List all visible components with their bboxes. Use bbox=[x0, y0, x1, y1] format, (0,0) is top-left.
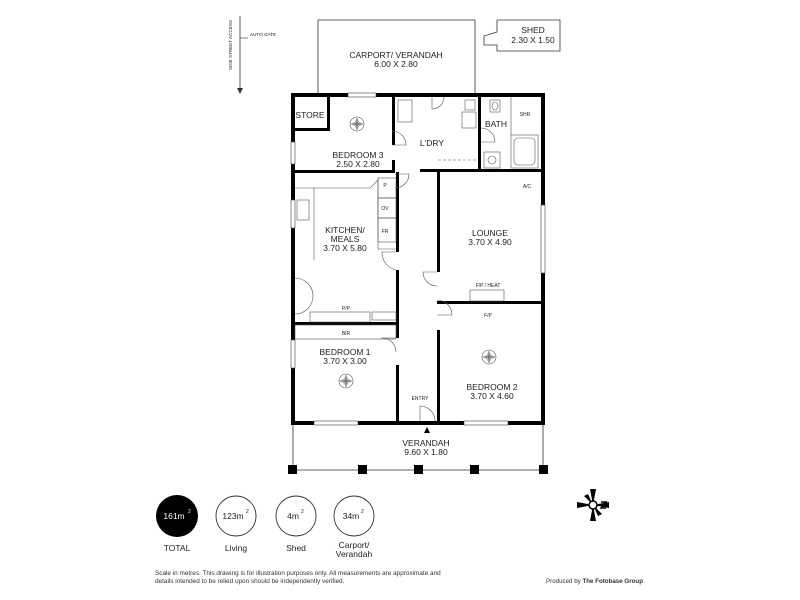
area-caption: TOTAL bbox=[164, 543, 191, 553]
bedroom1-name: BEDROOM 1 bbox=[319, 347, 370, 357]
shed-name: SHED bbox=[521, 25, 545, 35]
area-sup: 2 bbox=[301, 509, 304, 515]
kitchen-dims: 3.70 X 5.80 bbox=[323, 243, 367, 253]
area-badge-shed: 4m 2 Shed bbox=[275, 495, 317, 553]
bir-label: BIR bbox=[342, 331, 351, 337]
interior-walls bbox=[291, 97, 545, 425]
kitchen-pp-label: P/P bbox=[342, 306, 351, 312]
kitchen-benches bbox=[295, 177, 397, 323]
exterior-walls bbox=[291, 93, 545, 425]
oven-label: OV bbox=[381, 206, 389, 212]
lounge-dims: 3.70 X 4.90 bbox=[468, 237, 512, 247]
bedroom2-name: BEDROOM 2 bbox=[466, 382, 517, 392]
area-caption: Living bbox=[225, 543, 247, 553]
built-in-robe bbox=[294, 324, 397, 340]
kitchen-name-line2: MEALS bbox=[331, 234, 360, 244]
carport-name: CARPORT/ VERANDAH bbox=[349, 50, 442, 60]
kitchen-name-line1: KITCHEN/ bbox=[325, 225, 365, 235]
verandah-outline bbox=[288, 425, 548, 474]
side-street-access-arrow bbox=[237, 16, 243, 94]
area-badge-carport-verandah: 34m 2 Carport/ Verandah bbox=[333, 495, 375, 559]
ac-label: A/C bbox=[523, 184, 532, 190]
side-street-access-label: SIDE STREET ACCESS bbox=[228, 20, 233, 70]
area-value: 123m bbox=[222, 511, 243, 521]
credit-company: The Fotobase Group bbox=[582, 578, 643, 585]
area-value: 4m bbox=[287, 511, 299, 521]
area-badge-total: 161m 2 TOTAL bbox=[156, 495, 198, 553]
entry-arrow-icon bbox=[424, 427, 430, 433]
verandah-dims: 9.60 X 1.80 bbox=[404, 447, 448, 457]
carport-outline bbox=[317, 19, 476, 93]
bedroom3-name: BEDROOM 3 bbox=[332, 150, 383, 160]
credit-prefix: Produced by bbox=[546, 578, 583, 585]
entry-label: ENTRY bbox=[412, 396, 430, 402]
laundry-fixtures bbox=[397, 99, 477, 161]
doors bbox=[294, 96, 496, 422]
store-name: STORE bbox=[295, 110, 324, 120]
shed-dims: 2.30 X 1.50 bbox=[511, 35, 555, 45]
shower-label: SHR bbox=[520, 112, 531, 118]
area-sup: 2 bbox=[246, 509, 249, 515]
ceiling-fan-icon bbox=[481, 349, 497, 365]
windows bbox=[290, 92, 546, 426]
fp-label: F/P bbox=[484, 313, 492, 319]
ceiling-fan-icon bbox=[349, 116, 365, 132]
lounge-name: LOUNGE bbox=[472, 228, 508, 238]
fridge-label: FR bbox=[382, 229, 389, 235]
bedroom3-dims: 2.50 X 2.80 bbox=[336, 159, 380, 169]
pantry-label: P bbox=[383, 183, 387, 189]
ceiling-fan-icon bbox=[338, 373, 354, 389]
disclaimer-footnote: Scale in metres. This drawing is for ill… bbox=[155, 570, 441, 585]
laundry-name: L'DRY bbox=[420, 138, 444, 148]
area-caption: Shed bbox=[286, 543, 306, 553]
compass-north-icon bbox=[577, 489, 609, 521]
area-badge-living: 123m 2 Living bbox=[215, 495, 257, 553]
shed-outline bbox=[483, 19, 561, 52]
fireplace-icon bbox=[469, 289, 505, 302]
fp-heat-label: F/P / HEAT bbox=[476, 283, 501, 289]
area-value: 161m bbox=[163, 511, 184, 521]
area-sup: 2 bbox=[188, 509, 191, 515]
area-value: 34m bbox=[343, 511, 360, 521]
bath-name: BATH bbox=[485, 119, 507, 129]
producer-credit: Produced by The Fotobase Group bbox=[546, 578, 643, 585]
auto-gate-label: AUTO GATE bbox=[250, 32, 276, 37]
area-caption-line1: Carport/ bbox=[339, 540, 370, 550]
bath-fixtures bbox=[483, 97, 539, 169]
bedroom1-dims: 3.70 X 3.00 bbox=[323, 356, 367, 366]
area-caption-line2: Verandah bbox=[336, 549, 373, 559]
verandah-name: VERANDAH bbox=[402, 438, 449, 448]
bedroom2-dims: 3.70 X 4.60 bbox=[470, 391, 514, 401]
carport-dims: 6.00 X 2.80 bbox=[374, 59, 418, 69]
area-sup: 2 bbox=[361, 509, 364, 515]
